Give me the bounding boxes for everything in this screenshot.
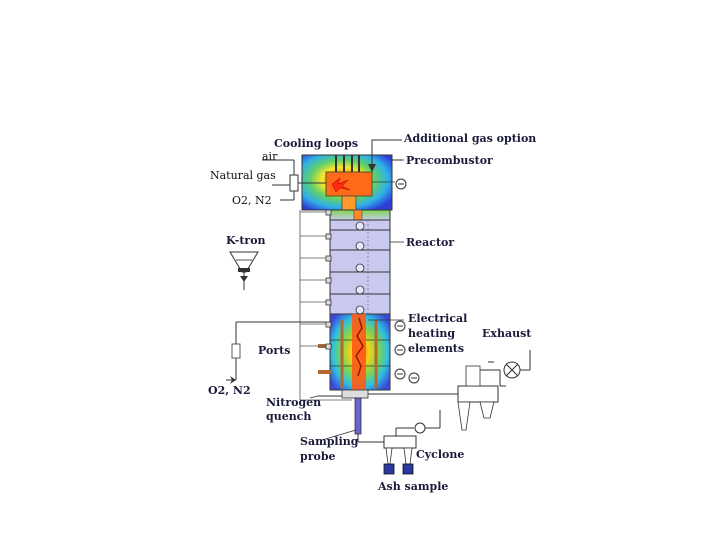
side-ports (325, 209, 332, 350)
label-sampling: Sampling (300, 435, 359, 448)
label-k-tron: K-tron (226, 234, 266, 247)
label-reactor: Reactor (406, 236, 455, 249)
exhaust-line (368, 350, 531, 431)
label-o2-n2-bottom: O2, N2 (208, 384, 251, 397)
label-heating: heating (408, 327, 456, 340)
label-nitrogen: Nitrogen (266, 396, 322, 409)
label-natural-gas: Natural gas (210, 169, 276, 182)
label-ports: Ports (258, 344, 291, 357)
label-o2-n2-top: O2, N2 (232, 194, 272, 207)
label-additional-gas-option: Additional gas option (404, 132, 537, 145)
label-cyclone: Cyclone (416, 448, 465, 461)
valve-icon (395, 178, 407, 190)
port-circle-icon (355, 221, 365, 315)
fan-icon (503, 361, 521, 379)
cyclone-assembly (383, 410, 441, 475)
label-probe: probe (300, 450, 336, 463)
label-quench: quench (266, 410, 312, 423)
label-ash-sample: Ash sample (378, 480, 449, 493)
reactor-column (318, 209, 420, 391)
heater-connectors (394, 320, 420, 384)
cooling-loops-pipes (335, 155, 360, 172)
sample-collector-icon (383, 463, 414, 475)
quench-and-probe (309, 389, 384, 443)
port-manifold (299, 210, 352, 401)
leader-lines (368, 159, 404, 321)
label-cooling-loops: Cooling loops (274, 137, 359, 150)
label-electrical: Electrical (408, 312, 468, 325)
label-elements: elements (408, 342, 465, 355)
label-air: air (262, 150, 278, 163)
additional-gas-arrow (371, 139, 402, 170)
burner-flame-icon (331, 177, 351, 193)
valve-icon (414, 422, 426, 434)
k-tron-feeder (224, 251, 326, 384)
burner-flame-icon (355, 317, 364, 377)
precombustor-block (262, 139, 407, 211)
gas-inlet (262, 159, 326, 201)
label-exhaust: Exhaust (482, 327, 532, 340)
label-precombustor: Precombustor (406, 154, 493, 167)
